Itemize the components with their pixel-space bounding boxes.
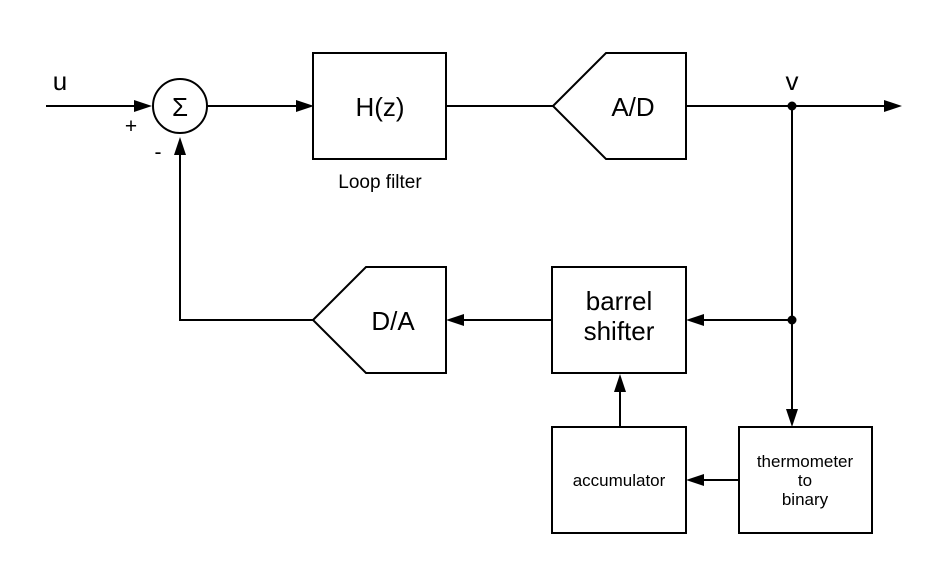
arrow-into-accumulator — [686, 474, 704, 486]
arrow-into-summer — [134, 100, 152, 112]
barrel-shifter-label-line1: barrel — [586, 286, 652, 316]
summer-node — [152, 78, 208, 134]
accumulator-label: accumulator — [573, 471, 666, 490]
plus-sign: + — [125, 115, 137, 138]
loop-filter-block — [312, 52, 447, 160]
thermo-label-line3: binary — [782, 490, 829, 509]
arrow-into-filter — [296, 100, 314, 112]
summer-symbol: Σ — [172, 92, 188, 122]
accumulator-block — [551, 426, 687, 534]
output-signal-label: v — [786, 66, 799, 96]
arrow-into-shifter-bottom — [614, 374, 626, 392]
arrow-into-barrel-shifter — [686, 314, 704, 326]
input-signal-label: u — [53, 66, 67, 96]
junction-output — [787, 101, 797, 111]
arrow-into-thermometer — [786, 409, 798, 427]
adc-block — [551, 52, 687, 160]
junction-feedback — [787, 315, 797, 325]
barrel-shifter-label-line2: shifter — [584, 316, 655, 346]
loop-filter-caption: Loop filter — [338, 172, 422, 193]
thermometer-to-binary-block — [738, 426, 873, 534]
adc-label: A/D — [611, 92, 654, 122]
minus-sign: - — [155, 141, 162, 164]
arrow-into-summer-minus — [174, 137, 186, 155]
dac-label: D/A — [371, 306, 415, 336]
wire-feedback — [179, 146, 313, 321]
thermo-label-line1: thermometer — [757, 452, 854, 471]
arrow-into-dac — [446, 314, 464, 326]
thermo-label-line2: to — [798, 471, 812, 490]
arrow-output — [884, 100, 902, 112]
loop-filter-label: H(z) — [355, 92, 404, 122]
dac-block — [311, 266, 447, 374]
barrel-shifter-block — [551, 266, 687, 374]
